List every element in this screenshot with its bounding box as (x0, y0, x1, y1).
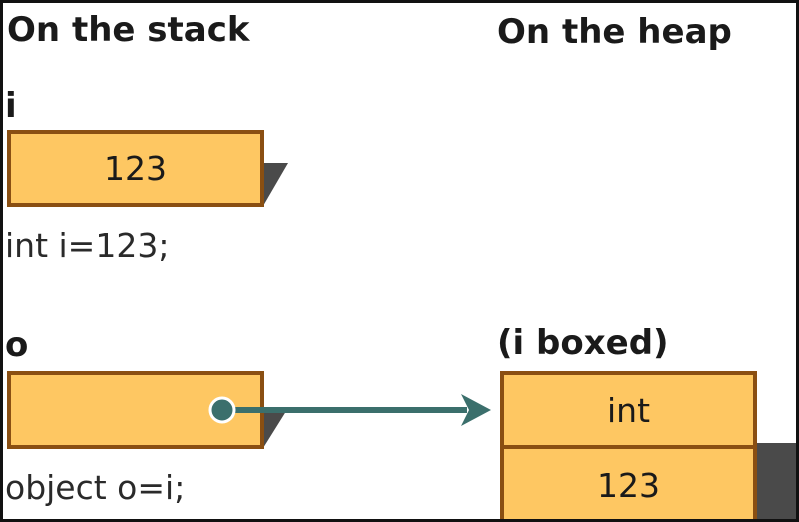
shadow-layer (263, 163, 796, 519)
declaration-int-i: int i=123; (5, 226, 170, 265)
box-i-shadow (263, 163, 288, 206)
heap-heading: On the heap (497, 12, 732, 52)
heap-value-cell-text: 123 (597, 465, 660, 505)
heap-type-cell-text: int (606, 390, 651, 430)
arrow-layer (208, 394, 491, 426)
declaration-object-o: object o=i; (5, 468, 186, 507)
box-o-shadow (263, 408, 288, 448)
heap-boxed-label: (i boxed) (497, 323, 669, 363)
stack-heading: On the stack (7, 10, 250, 50)
reference-arrow-head (461, 394, 491, 426)
stack-box-i-value: 123 (104, 149, 167, 188)
variable-i-label: i (5, 86, 17, 126)
heap-value-cell: 123 (500, 445, 757, 519)
reference-dot (208, 396, 236, 424)
variable-o-label: o (5, 325, 29, 365)
stack-box-i: 123 (7, 130, 264, 207)
heap-box-shadow (755, 443, 796, 519)
